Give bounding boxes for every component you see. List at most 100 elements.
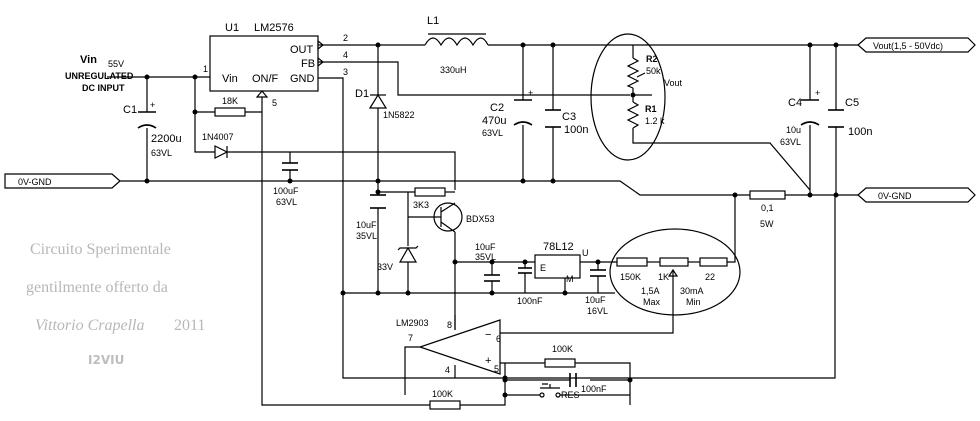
svg-text:33V: 33V — [377, 262, 393, 272]
svg-text:UNREGULATED: UNREGULATED — [65, 71, 134, 81]
svg-text:U1: U1 — [225, 22, 239, 34]
inductor-l1: L1 330uH — [424, 15, 489, 75]
svg-text:+: + — [528, 88, 533, 98]
svg-text:100nF: 100nF — [517, 296, 543, 306]
regulator-lm2576: U1 LM2576 OUT FB GND Vin ON/F 1 2 3 4 5 — [203, 22, 348, 108]
svg-text:FB: FB — [301, 58, 315, 70]
svg-text:1N5822: 1N5822 — [383, 110, 415, 120]
diode-d1-1n5822: D1 1N5822 — [355, 88, 415, 120]
svg-text:RES: RES — [561, 390, 580, 400]
svg-text:18K: 18K — [222, 96, 238, 106]
svg-text:100K: 100K — [552, 344, 573, 354]
svg-text:50k: 50k — [646, 66, 661, 76]
svg-text:2011: 2011 — [174, 317, 205, 334]
zener-33v: 33V — [377, 245, 419, 272]
svg-text:4: 4 — [445, 365, 450, 375]
svg-text:M: M — [566, 274, 574, 284]
resistor-3k3: 3K3 — [413, 187, 446, 210]
svg-text:gentilmente offerto da: gentilmente offerto da — [26, 279, 168, 296]
svg-text:Min: Min — [686, 297, 701, 307]
svg-text:1,5A: 1,5A — [641, 286, 660, 296]
svg-text:E: E — [540, 263, 546, 273]
capacitor-10uf-35vl-a: 10uF 35VL — [356, 194, 386, 241]
svg-text:63VL: 63VL — [151, 148, 172, 158]
svg-text:150K: 150K — [620, 272, 641, 282]
capacitor-c4: C4 + 10u 63VL — [780, 88, 820, 147]
svg-text:6: 6 — [496, 334, 501, 344]
svg-text:100n: 100n — [564, 124, 588, 136]
capacitor-100nf: 100nF — [517, 267, 543, 306]
svg-text:Vout(1,5 - 50Vdc): Vout(1,5 - 50Vdc) — [873, 41, 943, 51]
svg-text:0V-GND: 0V-GND — [18, 177, 52, 187]
svg-text:LM2903: LM2903 — [396, 318, 429, 328]
svg-text:+: + — [150, 100, 155, 110]
svg-text:10u: 10u — [786, 125, 801, 135]
svg-text:Circuito Sperimentale: Circuito Sperimentale — [30, 241, 171, 258]
svg-text:C1: C1 — [123, 104, 137, 116]
svg-text:0,1: 0,1 — [761, 203, 774, 213]
svg-text:1: 1 — [203, 64, 208, 74]
svg-text:ON/F: ON/F — [252, 73, 279, 85]
svg-text:1K: 1K — [658, 272, 669, 282]
capacitor-c3: C3 100n — [545, 109, 588, 136]
junctions — [144, 42, 839, 398]
feedback-divider: R2 50k R1 1.2 k Vout — [590, 33, 683, 161]
current-limit-chain: 150K 1K 22 1,5A Max 30mA Min — [609, 228, 741, 316]
terminal-gnd-right: 0V-GND — [857, 187, 976, 203]
svg-text:GND: GND — [290, 73, 315, 85]
svg-text:2200u: 2200u — [151, 133, 182, 145]
svg-text:I2VIU: I2VIU — [88, 353, 124, 367]
svg-text:5W: 5W — [760, 219, 774, 229]
svg-text:100nF: 100nF — [581, 384, 607, 394]
svg-text:+: + — [485, 355, 491, 367]
credit-watermark: Circuito Sperimentale gentilmente offert… — [26, 241, 205, 367]
svg-text:55V: 55V — [108, 59, 124, 69]
svg-text:LM2576: LM2576 — [254, 22, 294, 34]
svg-text:C3: C3 — [562, 111, 576, 123]
svg-text:OUT: OUT — [290, 44, 314, 56]
svg-text:63VL: 63VL — [780, 137, 801, 147]
svg-text:7: 7 — [408, 333, 413, 343]
svg-text:63VL: 63VL — [276, 197, 297, 207]
terminal-vout: Vout(1,5 - 50Vdc) — [857, 37, 976, 53]
svg-text:22: 22 — [705, 272, 715, 282]
capacitor-10uf-16vl: 10uF 16VL — [585, 269, 608, 316]
svg-text:+: + — [815, 88, 820, 98]
capacitor-100uf: 100uF 63VL — [273, 162, 299, 207]
terminal-gnd-left: 0V-GND — [4, 173, 121, 189]
resistor-100k-feedback: 100K — [544, 344, 576, 368]
capacitor-c1: C1 + 2200u 63VL — [123, 100, 182, 158]
svg-text:1N4007: 1N4007 — [202, 132, 234, 142]
svg-text:U: U — [582, 248, 589, 258]
svg-text:Vout: Vout — [664, 78, 683, 88]
svg-text:4: 4 — [343, 50, 348, 60]
opamp-lm2903: LM2903 8 4 5 6 7 − + — [396, 318, 501, 375]
resistor-18k: 18K — [214, 96, 246, 117]
capacitor-c2: C2 + 470u 63VL — [482, 88, 533, 138]
svg-text:35VL: 35VL — [356, 231, 377, 241]
svg-text:78L12: 78L12 — [543, 241, 574, 253]
svg-text:8: 8 — [447, 320, 452, 330]
resistor-100k-bottom: 100K — [429, 389, 461, 410]
svg-text:C4: C4 — [788, 97, 802, 109]
svg-text:3: 3 — [343, 67, 348, 77]
svg-text:R2: R2 — [646, 54, 658, 64]
svg-text:5: 5 — [494, 364, 499, 374]
svg-text:0V-GND: 0V-GND — [878, 191, 912, 201]
wiring — [107, 44, 858, 406]
reset-switch: RES — [539, 383, 580, 400]
svg-text:10uF: 10uF — [475, 242, 496, 252]
svg-text:10uF: 10uF — [356, 220, 377, 230]
resistor-shunt-0-1: 0,1 5W — [749, 190, 786, 229]
svg-text:5: 5 — [272, 98, 277, 108]
svg-text:D1: D1 — [355, 88, 369, 100]
svg-text:C5: C5 — [845, 97, 859, 109]
svg-text:Max: Max — [643, 297, 661, 307]
svg-text:35VL: 35VL — [475, 252, 496, 262]
svg-text:63VL: 63VL — [482, 128, 503, 138]
svg-text:C2: C2 — [490, 102, 504, 114]
capacitor-100nf-b: 100nF — [569, 373, 607, 394]
svg-text:L1: L1 — [427, 15, 439, 27]
diode-1n4007: 1N4007 — [202, 132, 234, 159]
